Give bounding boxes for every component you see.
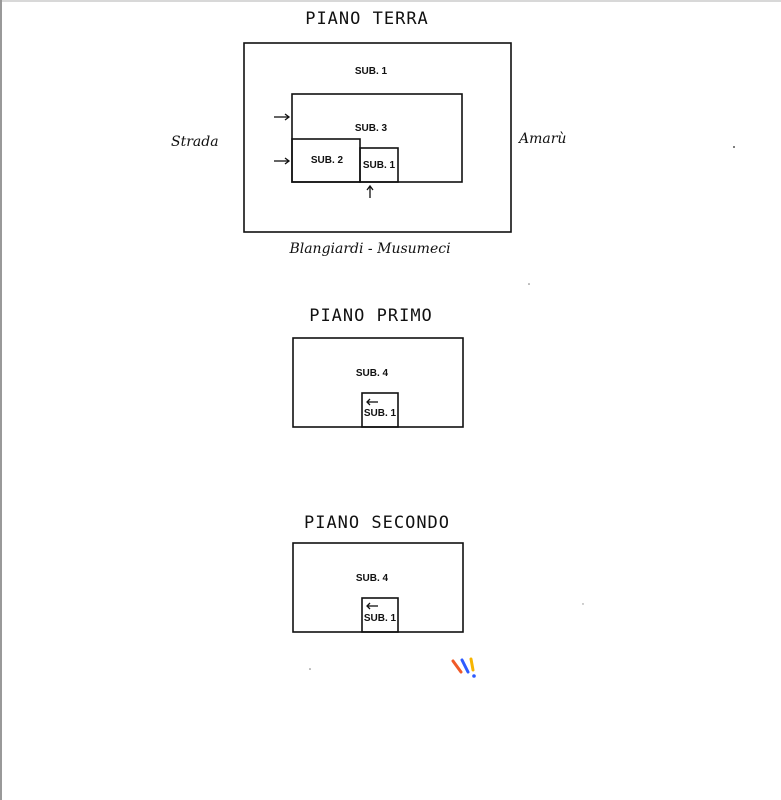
label-sub4-primo: SUB. 4 [356, 368, 389, 379]
scan-speck [733, 146, 735, 148]
piano-terra-title: PIANO TERRA [305, 9, 429, 29]
plot-outline-sub1 [243, 42, 512, 233]
piano-secondo-title: PIANO SECONDO [304, 513, 450, 533]
neighbor-bottom-blangiardi-musumeci: Blangiardi - Musumeci [288, 241, 450, 257]
room-sub1-secondo [361, 597, 399, 633]
piano-terra-plan: PIANO TERRA SUB. 1 SUB. 3 SUB. 2 SUB. 1 … [171, 9, 566, 257]
neighbor-right-amaru: Amarù [517, 131, 566, 147]
arrow-left-icon [366, 602, 378, 610]
scan-speck [582, 603, 584, 605]
room-sub1-primo [361, 392, 399, 428]
scan-speck [528, 283, 530, 285]
piano-primo-title: PIANO PRIMO [309, 306, 433, 326]
watermark-logo-icon [451, 657, 476, 678]
label-sub1-primo: SUB. 1 [364, 408, 397, 419]
label-sub2: SUB. 2 [311, 155, 344, 166]
label-sub1-secondo: SUB. 1 [364, 613, 397, 624]
label-sub3: SUB. 3 [355, 123, 388, 134]
scan-speck [309, 668, 311, 670]
entrance-arrow-right-icon [274, 113, 291, 121]
label-sub1-small: SUB. 1 [363, 160, 396, 171]
neighbor-left-strada: Strada [171, 134, 219, 150]
room-sub1-small [359, 147, 399, 183]
entrance-arrow-up-icon [366, 184, 374, 198]
arrow-left-icon [366, 398, 378, 406]
entrance-arrow-right-icon [274, 157, 291, 165]
label-sub1-plot: SUB. 1 [355, 66, 388, 77]
piano-secondo-plan: PIANO SECONDO SUB. 4 SUB. 1 [292, 513, 464, 633]
label-sub4-secondo: SUB. 4 [356, 573, 389, 584]
piano-primo-plan: PIANO PRIMO SUB. 4 SUB. 1 [292, 306, 464, 428]
